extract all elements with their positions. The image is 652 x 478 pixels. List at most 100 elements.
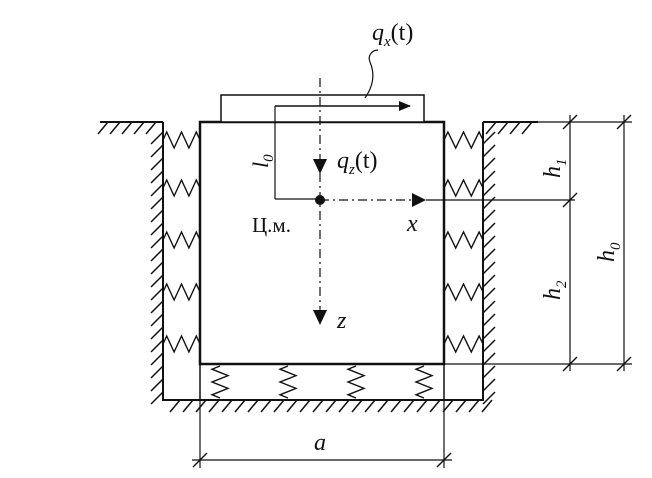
hatch-stroke — [234, 399, 246, 413]
hatch-stroke — [169, 399, 181, 413]
wall-hatching-left — [150, 131, 164, 405]
h2-label: h2 — [540, 280, 570, 300]
spring — [210, 365, 230, 399]
hatch-stroke — [150, 274, 164, 288]
hatch-stroke — [482, 313, 496, 327]
hatch-stroke — [497, 121, 509, 135]
hatch-stroke — [429, 399, 441, 413]
hatch-stroke — [150, 326, 164, 340]
hatch-stroke — [150, 313, 164, 327]
ground-hatching-left — [97, 121, 157, 135]
hatch-stroke — [482, 300, 496, 314]
dim-a-tick-right — [436, 452, 452, 468]
hatch-stroke — [482, 326, 496, 340]
hatch-stroke — [150, 287, 164, 301]
hatch-stroke — [221, 399, 233, 413]
center-of-mass-dot — [315, 195, 325, 205]
hatch-stroke — [150, 170, 164, 184]
hatch-stroke — [247, 399, 259, 413]
hatch-stroke — [351, 399, 363, 413]
hatch-stroke — [482, 144, 496, 158]
spring — [162, 178, 201, 198]
hatch-stroke — [150, 235, 164, 249]
hatch-stroke — [150, 183, 164, 197]
hatch-stroke — [521, 121, 533, 135]
hatch-stroke — [482, 378, 496, 392]
hatch-stroke — [416, 399, 428, 413]
hatch-stroke — [273, 399, 285, 413]
z-axis-arrow — [313, 310, 327, 325]
spring — [162, 334, 201, 354]
hatch-stroke — [390, 399, 402, 413]
spring — [162, 282, 201, 302]
dim-a-label: a — [314, 430, 326, 456]
qz-label: qz(t) — [337, 148, 378, 178]
spring — [162, 230, 201, 250]
hatch-stroke — [338, 399, 350, 413]
hatch-stroke — [150, 378, 164, 392]
hatch-stroke — [97, 121, 109, 135]
hatch-stroke — [260, 399, 272, 413]
spring — [162, 130, 201, 150]
hatch-stroke — [482, 209, 496, 223]
l0-label: l0 — [248, 154, 277, 168]
x-axis-arrow — [412, 193, 426, 207]
center-mass-label: Ц.м. — [252, 213, 291, 237]
hatch-stroke — [150, 365, 164, 379]
springs-right — [443, 130, 484, 354]
foundation-block — [198, 120, 446, 366]
hatch-stroke — [482, 339, 496, 353]
hatch-stroke — [377, 399, 389, 413]
hatch-stroke — [442, 399, 454, 413]
spring — [278, 365, 298, 399]
hatch-stroke — [286, 399, 298, 413]
hatch-stroke — [482, 235, 496, 249]
hatch-stroke — [482, 157, 496, 171]
hatch-stroke — [150, 352, 164, 366]
hatch-stroke — [182, 399, 194, 413]
hatch-stroke — [325, 399, 337, 413]
machine-plate — [220, 94, 425, 123]
hatch-stroke — [150, 144, 164, 158]
hatch-stroke — [145, 121, 157, 135]
axis-z-label: z — [336, 308, 347, 334]
hatch-stroke — [109, 121, 121, 135]
hatch-stroke — [482, 261, 496, 275]
hatch-stroke — [150, 157, 164, 171]
axis-x-label: x — [406, 211, 418, 237]
spring — [414, 365, 434, 399]
tick-h12-bottom — [562, 356, 578, 372]
hatch-stroke — [150, 300, 164, 314]
dim-a-tick-left — [192, 452, 208, 468]
hatch-stroke — [150, 196, 164, 210]
springs-bottom — [210, 365, 434, 399]
hatch-stroke — [312, 399, 324, 413]
hatch-stroke — [195, 399, 207, 413]
spring — [346, 365, 366, 399]
hatch-stroke — [482, 183, 496, 197]
hatch-stroke — [482, 287, 496, 301]
qx-leader — [364, 49, 379, 99]
hatch-stroke — [482, 170, 496, 184]
hatch-stroke — [150, 339, 164, 353]
spring — [443, 130, 484, 150]
h1-label: h1 — [540, 159, 570, 179]
hatch-stroke — [299, 399, 311, 413]
springs-left — [162, 130, 201, 354]
hatch-stroke — [364, 399, 376, 413]
spring — [443, 282, 484, 302]
hatch-stroke — [482, 196, 496, 210]
tick-h0-bottom — [616, 356, 632, 372]
hatch-stroke — [509, 121, 521, 135]
qx-label: qx(t) — [372, 20, 413, 50]
tick-h12-mid — [562, 192, 578, 208]
hatch-stroke — [150, 222, 164, 236]
tick-h12-top — [562, 114, 578, 130]
hatch-stroke — [482, 352, 496, 366]
spring — [443, 230, 484, 250]
hatch-stroke — [150, 261, 164, 275]
hatch-stroke — [133, 121, 145, 135]
ground-hatching-right — [485, 121, 533, 135]
wall-hatching-right — [482, 131, 496, 405]
